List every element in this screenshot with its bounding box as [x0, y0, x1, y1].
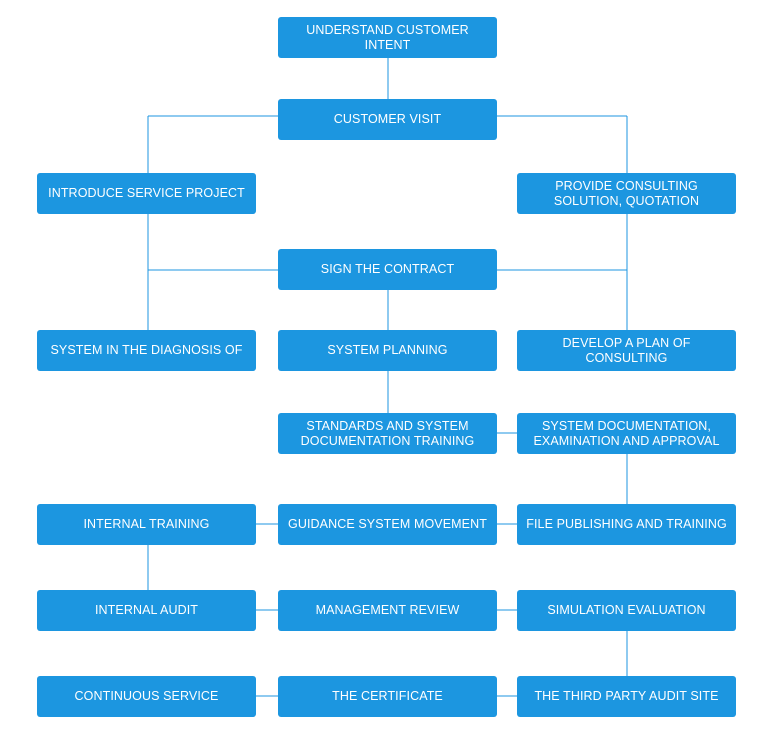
node-simulation-evaluation: SIMULATION EVALUATION [517, 590, 736, 631]
node-introduce-service-project: INTRODUCE SERVICE PROJECT [37, 173, 256, 214]
node-file-publishing-training: FILE PUBLISHING AND TRAINING [517, 504, 736, 545]
node-continuous-service: CONTINUOUS SERVICE [37, 676, 256, 717]
node-system-planning: SYSTEM PLANNING [278, 330, 497, 371]
node-internal-training: INTERNAL TRAINING [37, 504, 256, 545]
node-third-party-audit-site: THE THIRD PARTY AUDIT SITE [517, 676, 736, 717]
node-internal-audit: INTERNAL AUDIT [37, 590, 256, 631]
node-guidance-system-movement: GUIDANCE SYSTEM MOVEMENT [278, 504, 497, 545]
node-system-documentation-approval: SYSTEM DOCUMENTATION, EXAMINATION AND AP… [517, 413, 736, 454]
node-understand-customer-intent: UNDERSTAND CUSTOMER INTENT [278, 17, 497, 58]
node-standards-documentation-training: STANDARDS AND SYSTEM DOCUMENTATION TRAIN… [278, 413, 497, 454]
node-provide-consulting-solution: PROVIDE CONSULTING SOLUTION, QUOTATION [517, 173, 736, 214]
node-the-certificate: THE CERTIFICATE [278, 676, 497, 717]
node-customer-visit: CUSTOMER VISIT [278, 99, 497, 140]
node-develop-consulting-plan: DEVELOP A PLAN OF CONSULTING [517, 330, 736, 371]
node-sign-the-contract: SIGN THE CONTRACT [278, 249, 497, 290]
node-management-review: MANAGEMENT REVIEW [278, 590, 497, 631]
node-system-diagnosis: SYSTEM IN THE DIAGNOSIS OF [37, 330, 256, 371]
